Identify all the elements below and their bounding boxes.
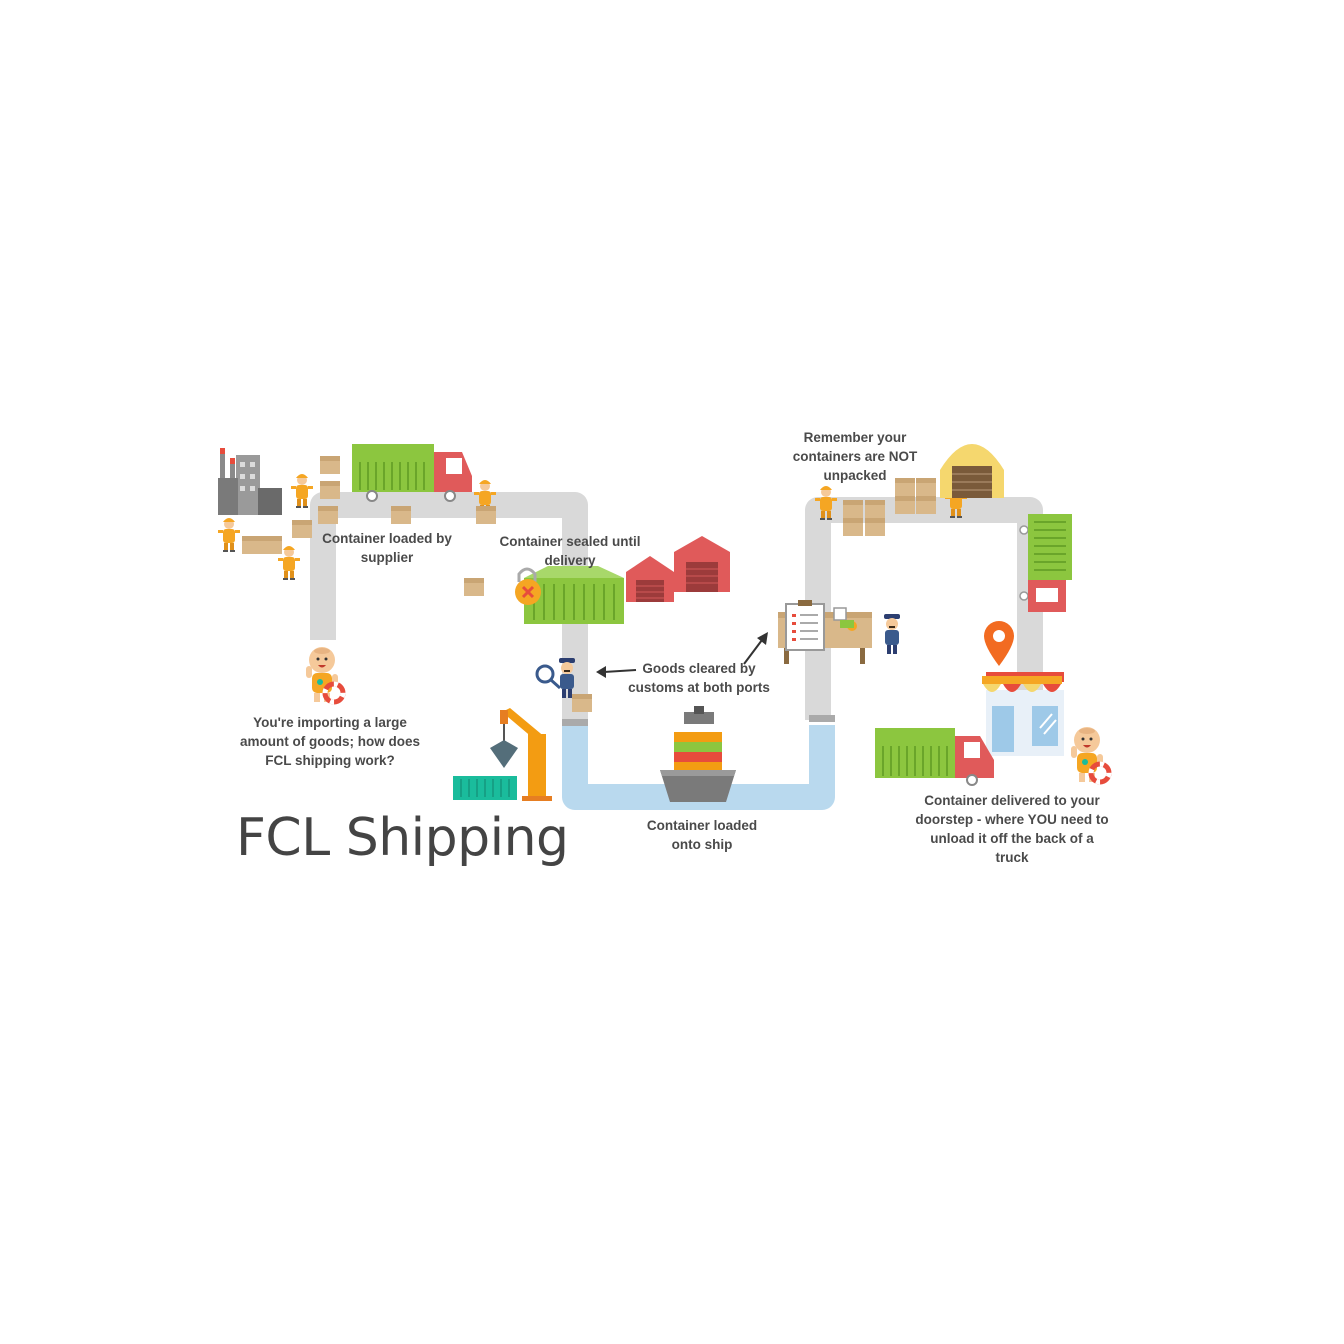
step-loaded-by-supplier-label: Container loaded by supplier <box>322 531 452 565</box>
cargo-ship-icon <box>660 706 736 802</box>
shop-icon <box>982 672 1064 756</box>
teal-container-icon <box>453 776 517 800</box>
page-title: FCL Shipping <box>236 808 569 868</box>
customs-officer-icon <box>535 658 592 712</box>
yellow-warehouse-icon <box>940 444 1004 498</box>
customs-officer-desk-icon <box>884 614 900 654</box>
receiver-kid-icon <box>1071 727 1109 782</box>
port-crane-icon <box>490 708 552 801</box>
customs-arrow-left <box>596 666 637 678</box>
step-delivered-label: Container delivered to your doorstep - w… <box>915 793 1109 865</box>
customs-arrow-up <box>743 632 768 665</box>
red-warehouse-icon <box>626 536 730 602</box>
step-not-unpacked-label: Remember your containers are NOT unpacke… <box>792 430 918 483</box>
importer-kid-icon <box>306 647 343 702</box>
supplier-truck-icon <box>352 444 472 502</box>
delivery-truck-icon <box>875 728 994 786</box>
step-start-label: You're importing a large amount of goods… <box>240 715 420 768</box>
step-customs-label: Goods cleared by customs at both ports <box>628 661 770 695</box>
step-sealed-label: Container sealed until delivery <box>499 534 641 568</box>
step-onto-ship-label: Container loaded onto ship <box>646 818 758 852</box>
location-pin-icon <box>984 621 1014 666</box>
factory-icon <box>218 448 282 515</box>
customs-desk-icon <box>778 600 872 664</box>
lock-seal-icon <box>515 567 541 605</box>
delivery-truck-top-icon <box>1028 514 1072 612</box>
